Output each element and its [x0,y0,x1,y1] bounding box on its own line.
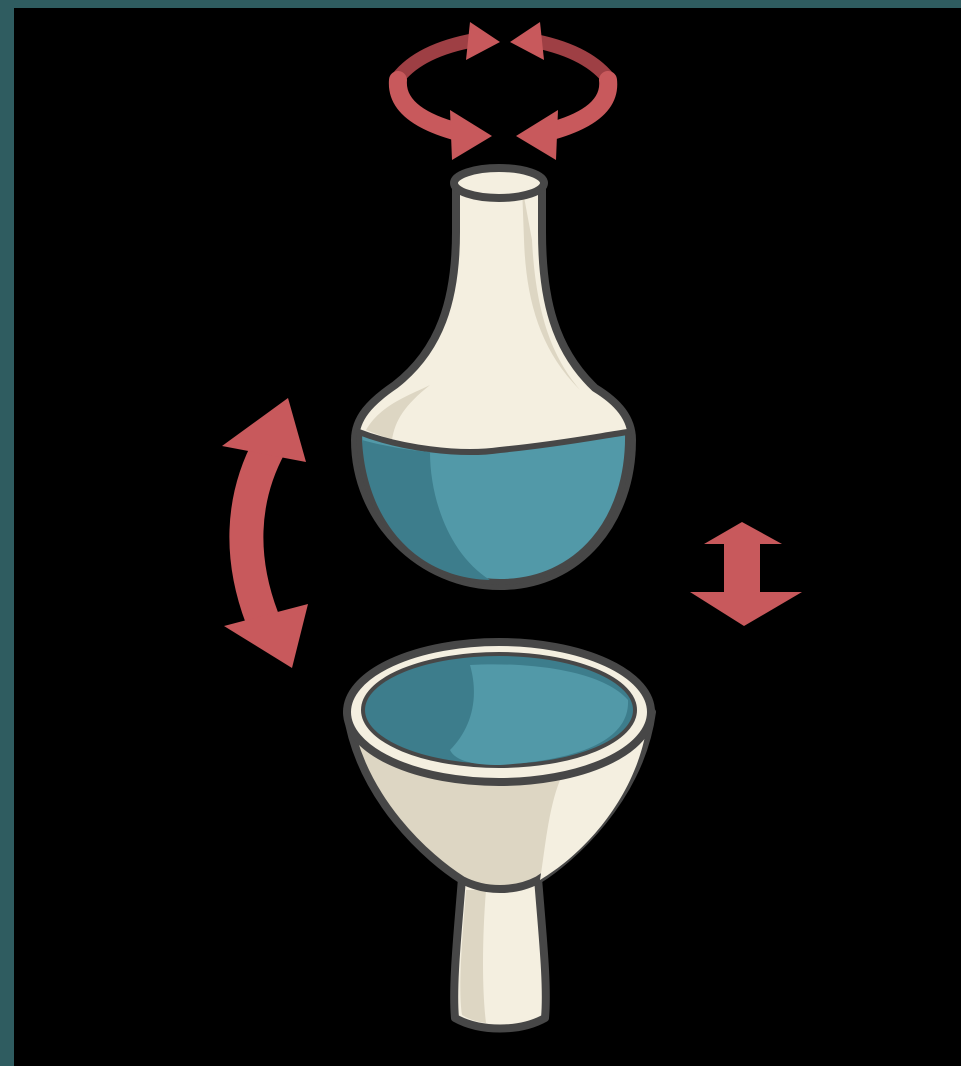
curved-arrowhead-top [222,398,306,462]
diagram-svg [14,8,961,1066]
upper-opening [454,168,544,198]
short-up-down-arrow-icon [690,522,802,626]
rotation-arrows-icon [398,22,608,160]
curved-arrow-shaft [246,445,270,618]
rotation-arc-front-left [398,80,458,132]
rotation-arrowhead-top-left [466,22,500,60]
rotation-arrowhead-bottom-left [450,110,492,160]
rotation-arc-back-left [398,40,475,78]
curved-up-down-arrow-icon [222,398,308,668]
vertical-arrow-shaft [724,540,760,596]
vertical-arrowhead-up [704,522,782,544]
rotation-arrowhead-bottom-right [516,110,558,160]
diagram-canvas [14,8,961,1066]
lower-component [347,642,652,1029]
vertical-arrowhead-down [690,592,802,626]
upper-component [355,168,632,586]
rotation-arrowhead-top-right [510,22,544,60]
